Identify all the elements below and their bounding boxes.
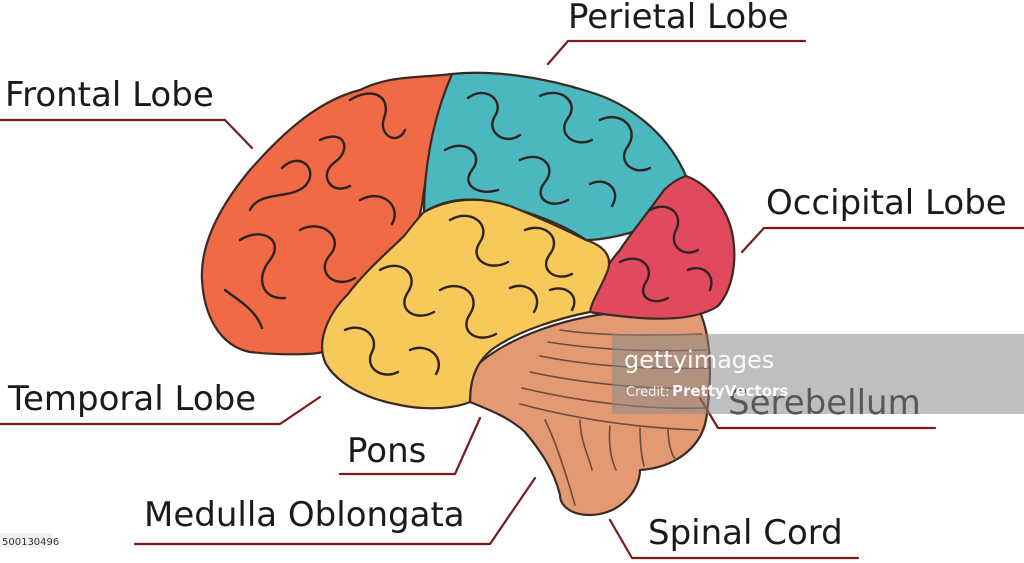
leader-spinal [608,518,860,560]
frontal-gyri [223,92,407,330]
leader-frontal [0,118,254,150]
leader-parietal [546,39,807,66]
parietal-gyri [443,91,652,208]
temporal-gyri [343,214,576,376]
leader-temporal [0,395,322,426]
leader-occipital [740,226,1024,254]
watermark-credit: Credit: [626,385,669,400]
label-spinal-cord: Spinal Cord [648,513,843,553]
stock-id: 500130496 [2,537,59,548]
watermark: gettyimages Credit: PrettyVectors [612,334,1024,414]
brain [200,71,736,517]
occipital-lobe-region [588,174,736,320]
label-occipital-lobe: Occipital Lobe [766,183,1007,223]
watermark-author: PrettyVectors [672,382,788,400]
leader-lines [0,39,1024,560]
occipital-gyri [618,205,713,303]
leader-pons [338,416,482,476]
watermark-brand: gettyimages [624,346,774,374]
leader-medulla [133,476,537,546]
stock-id-background [0,533,52,548]
temporal-lobe-region [321,198,611,410]
label-medulla-oblongata: Medulla Oblongata [144,495,465,535]
label-pons: Pons [347,431,426,471]
label-frontal-lobe: Frontal Lobe [5,75,214,115]
frontal-lobe-region [200,72,454,356]
watermark-banner [612,334,1024,414]
label-temporal-lobe: Temporal Lobe [7,379,256,419]
label-parietal-lobe: Perietal Lobe [568,0,789,37]
